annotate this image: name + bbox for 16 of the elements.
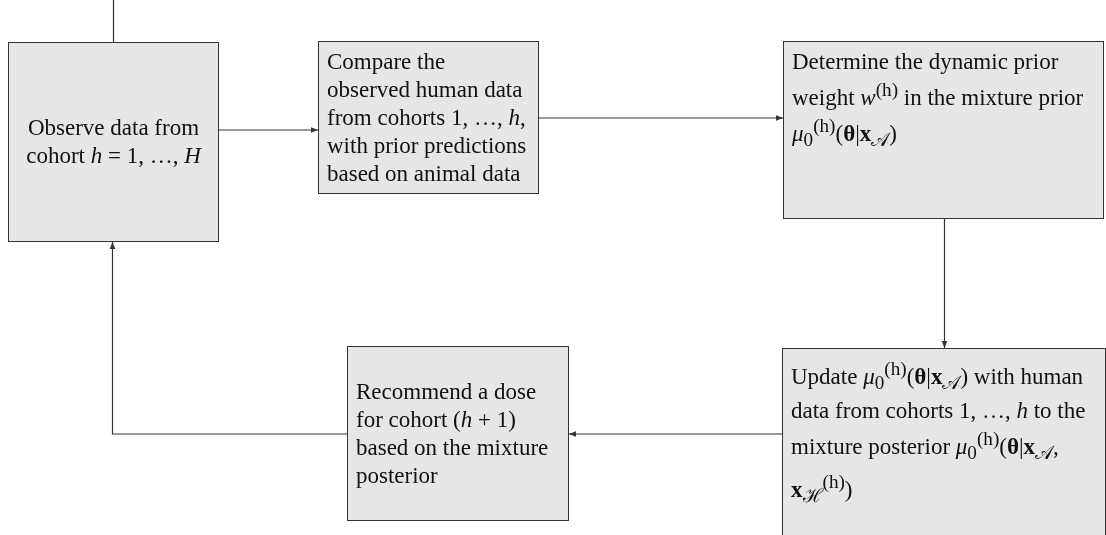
arrow bbox=[568, 431, 783, 437]
arrow bbox=[218, 127, 319, 133]
arrow bbox=[538, 115, 784, 121]
process-box bbox=[347, 346, 569, 521]
arrow bbox=[941, 218, 948, 349]
process-box bbox=[8, 42, 219, 242]
box-text: Compare the observed human data from cohorts 1, …, h, with prior predictions based on animal data bbox=[327, 47, 528, 188]
box-text: Determine the dynamic prior weight w$^{(h)}$ in the mixture prior μ$_{0}$$^{(h)}$(θ|x$_{𝒜}$) bbox=[792, 48, 1085, 152]
process-box bbox=[782, 348, 1106, 535]
process-box bbox=[318, 41, 539, 194]
box-text: Observe data from cohort h = 1, …, H bbox=[25, 114, 203, 170]
arrow bbox=[109, 241, 348, 435]
box-text: Update μ$_{0}$$^{(h)}$(θ|x$_{𝒜}$) with human data from cohorts 1, …, h to the mixture posterior μ$_{0}$$^{(h)}$(θ|x$_{𝒜}$, x$_{ℋ}$$^{(h)}$) bbox=[791, 357, 1087, 508]
connector-line bbox=[112, 0, 115, 43]
box-text: Recommend a dose for cohort (h + 1) based on the mixture posterior bbox=[356, 377, 550, 490]
process-box bbox=[783, 41, 1104, 219]
